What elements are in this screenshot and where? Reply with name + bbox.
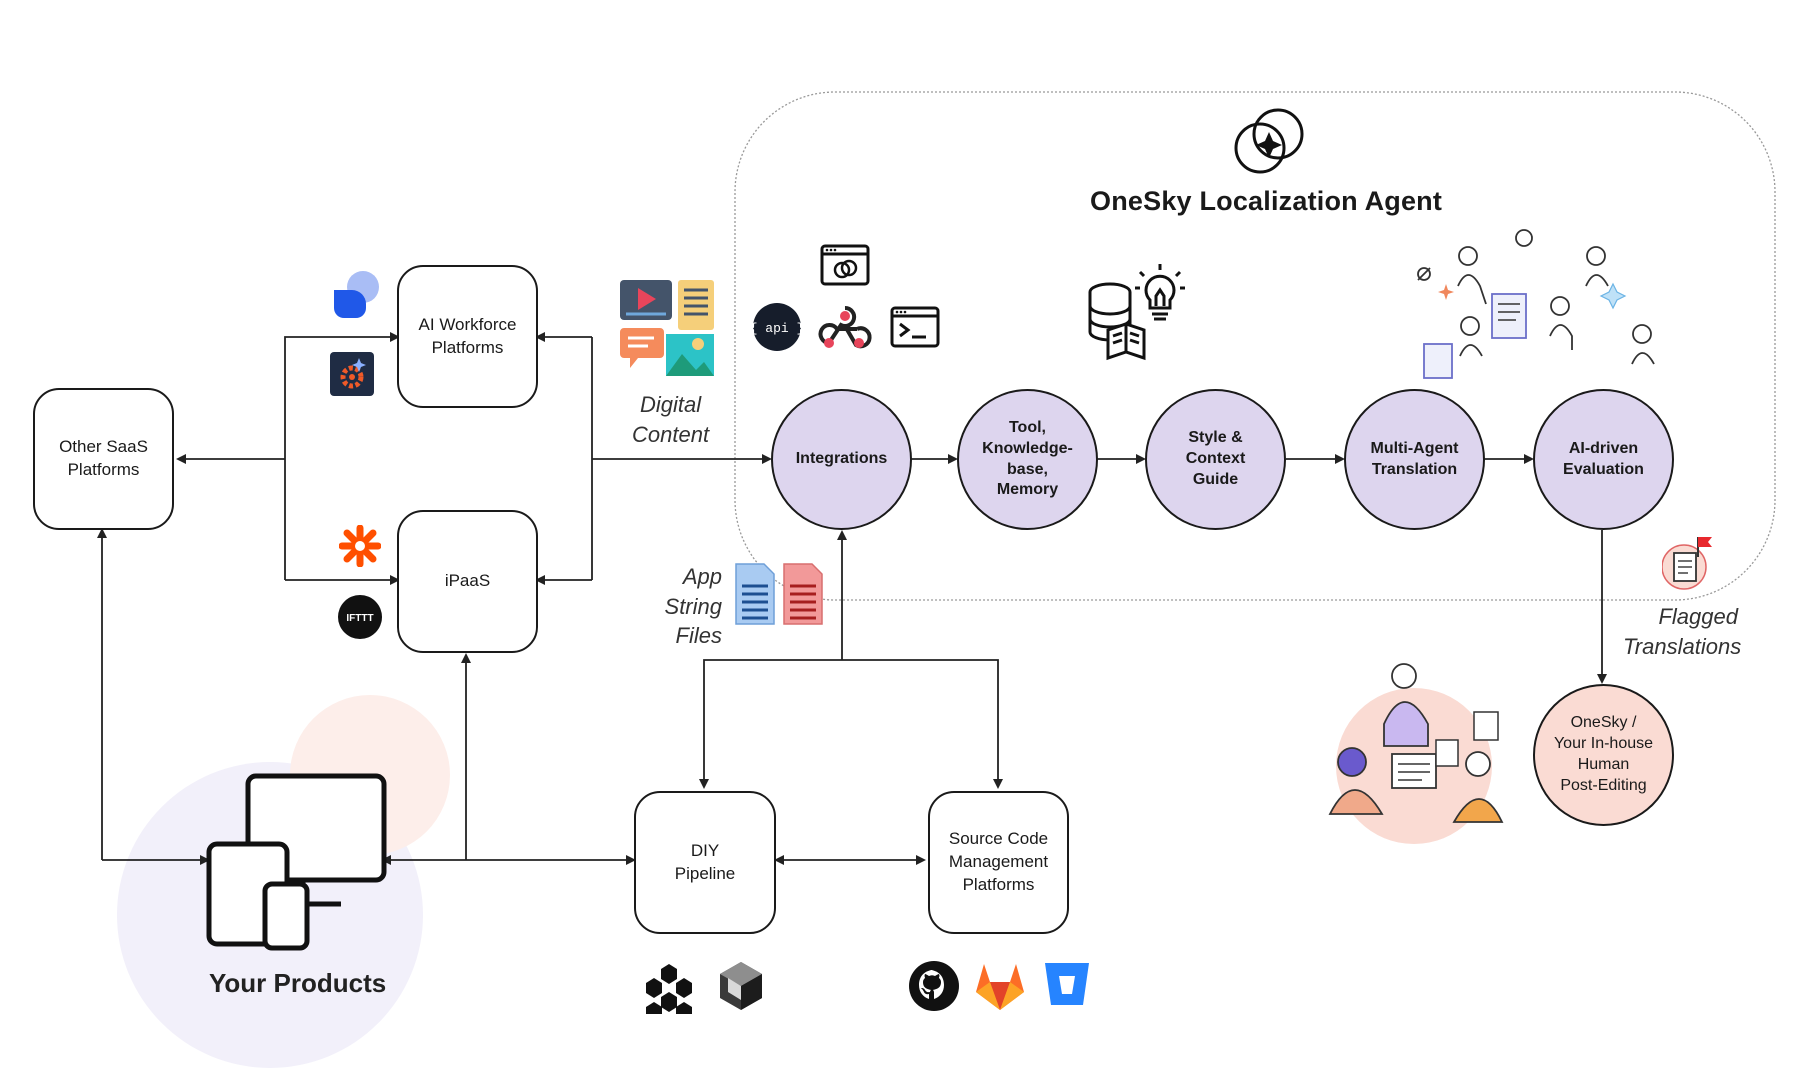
agent-container	[734, 91, 1776, 601]
n8n-icon	[720, 962, 762, 1010]
gear-bot-icon	[330, 352, 374, 396]
agent-title: OneSky Localization Agent	[1090, 186, 1443, 216]
ai-workforce-logo-icon	[334, 271, 379, 318]
ifttt-icon: IFTTT	[338, 595, 382, 639]
digital-content-label: Digital Content	[632, 392, 710, 447]
devices-icon	[206, 773, 387, 951]
other-saas-box[interactable]: Other SaaS Platforms	[33, 388, 174, 530]
media-content-icon	[620, 280, 714, 376]
browser-link-icon	[820, 244, 870, 286]
step-integrations[interactable]: Integrations	[771, 389, 912, 530]
ipaas-box[interactable]: iPaaS	[397, 510, 538, 653]
github-icon	[909, 961, 959, 1011]
make-icon	[646, 964, 692, 1014]
source-code-box[interactable]: Source Code Management Platforms	[928, 791, 1069, 934]
diy-pipeline-box[interactable]: DIY Pipeline	[634, 791, 776, 934]
human-post-editing-illustration-icon	[1328, 663, 1504, 844]
lightbulb-icon	[1135, 264, 1185, 321]
terminal-icon	[890, 306, 940, 348]
webhook-icon	[818, 305, 872, 349]
your-products-label: Your Products	[209, 968, 387, 998]
onesky-logo-icon	[1234, 108, 1304, 174]
document-icon	[735, 563, 823, 625]
zapier-icon	[339, 525, 381, 567]
flagged-translations-label: Flagged Translations	[1623, 604, 1742, 659]
step-tool-knowledge-memory[interactable]: Tool, Knowledge- base, Memory	[957, 389, 1098, 530]
step-multi-agent-translation[interactable]: Multi-Agent Translation	[1344, 389, 1485, 530]
database-book-icon	[1088, 282, 1146, 361]
multi-agent-illustration-icon	[1417, 229, 1655, 379]
ifttt-text: IFTTT	[346, 613, 373, 624]
post-editing-circle[interactable]: OneSky / Your In-house Human Post-Editin…	[1533, 684, 1674, 826]
api-icon: { api }	[752, 303, 802, 351]
step-ai-evaluation[interactable]: AI-driven Evaluation	[1533, 389, 1674, 530]
api-badge-text: { api }	[752, 321, 802, 336]
gitlab-icon	[976, 964, 1024, 1010]
app-string-files-label: App String Files	[664, 564, 722, 649]
flag-document-icon	[1662, 537, 1712, 590]
ai-workforce-box[interactable]: AI Workforce Platforms	[397, 265, 538, 408]
step-style-context-guide[interactable]: Style & Context Guide	[1145, 389, 1286, 530]
bitbucket-icon	[1045, 963, 1089, 1005]
